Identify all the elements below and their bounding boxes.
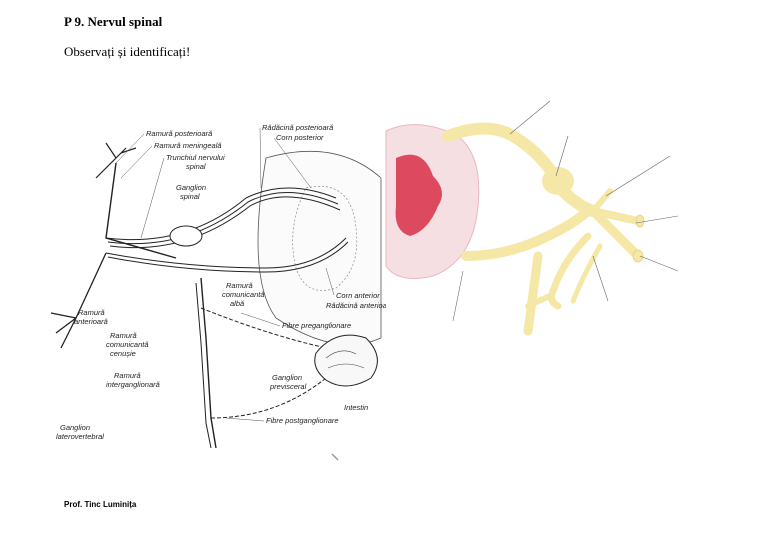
intestine (314, 334, 378, 387)
anterior-ramus (50, 252, 107, 349)
label-ganglion: Ganglion (176, 183, 206, 192)
author-footer: Prof. Tinc Luminița (64, 500, 137, 509)
label-ramura-meningeala: Ramură meningeală (154, 141, 222, 150)
scan-mark (331, 453, 339, 461)
label-corn-posterior: Corn posterior (276, 133, 324, 142)
ventral-branch (588, 206, 641, 259)
label-ganglion-previsceral-1: Ganglion (272, 373, 302, 382)
pointer-lines (452, 100, 679, 322)
label-ramura-anterioara-1: Ramură (78, 308, 105, 317)
label-ramura-posterioara: Ramură posterioară (146, 129, 212, 138)
label-spinal2: spinal (180, 192, 200, 201)
label-ramura-interganglionara-2: interganglionară (106, 380, 160, 389)
label-ramura-alba-3: albă (230, 299, 244, 308)
sympathetic-chain-shape (523, 251, 543, 336)
label-radacina-posterioara: Rădăcină posterioară (262, 123, 333, 132)
page-title: P 9. Nervul spinal (64, 14, 163, 29)
label-ramura-interganglionara-1: Ramură (114, 371, 141, 380)
label-ganglion-laterovertebral-2: laterovertebral (56, 432, 104, 441)
label-ganglion-previsceral-2: previsceral (269, 382, 307, 391)
label-trunchiul: Trunchiul nervului (166, 153, 225, 162)
nerve-trunk-shape (557, 185, 599, 217)
spinal-nerve-diagram: Ramură posterioară Ramură meningeală Tru… (50, 123, 386, 461)
instruction-text: Observați și identificați! (64, 44, 191, 59)
label-ramura-cenusie-1: Ramură (110, 331, 137, 340)
spinal-nerve-schematic (385, 100, 679, 336)
nerve-trunk (105, 187, 349, 273)
communicating-rami (547, 232, 592, 310)
label-fibre-postganglionare: Fibre postganglionare (266, 416, 339, 425)
label-fibre-preganglionare: Fibre preganglionare (282, 321, 351, 330)
label-ramura-alba-1: Ramură (226, 281, 253, 290)
label-ramura-anterioara-2: anterioară (74, 317, 108, 326)
gray-matter-outline (292, 186, 358, 291)
spinal-ganglion (169, 225, 203, 247)
label-spinal1: spinal (186, 162, 206, 171)
label-ramura-cenusie-3: cenușie (110, 349, 136, 358)
spinal-cord-outline (257, 150, 382, 346)
label-radacina-anterioara: Rădăcină anterioară (326, 301, 386, 310)
posterior-root (442, 122, 559, 180)
label-ramura-alba-2: comunicantă (222, 290, 265, 299)
posterior-branch (95, 142, 137, 179)
label-ramura-cenusie-2: comunicantă (106, 340, 149, 349)
leader-lines (115, 127, 335, 422)
label-intestin: Intestin (344, 403, 368, 412)
label-corn-anterior: Corn anterior (336, 291, 380, 300)
sympathetic-trunk (200, 277, 217, 449)
meningeal-branch (590, 188, 613, 214)
gray-matter (395, 154, 442, 236)
label-ganglion-laterovertebral-1: Ganglion (60, 423, 90, 432)
anterior-root (461, 206, 593, 261)
